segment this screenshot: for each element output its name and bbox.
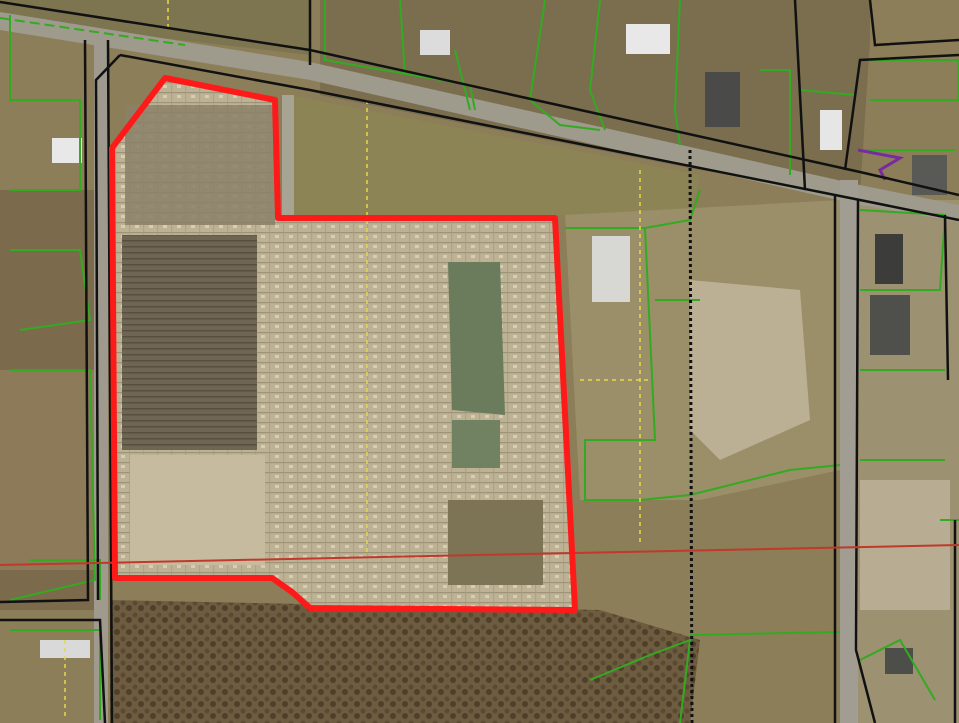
site-dark-rows	[122, 235, 257, 450]
parcel-line	[639, 464, 841, 501]
parcel-line	[588, 0, 606, 131]
pond-lower	[452, 420, 500, 468]
parcel-line	[324, 0, 476, 111]
parcel-line	[30, 559, 101, 600]
site-north-rubble	[125, 105, 275, 225]
east-road	[840, 180, 858, 723]
parcel-line	[689, 631, 841, 636]
parcel-line	[859, 209, 947, 291]
west-field-2	[0, 370, 100, 570]
parcel-line	[399, 0, 406, 76]
far-east-lots	[855, 200, 959, 723]
grass-field	[285, 95, 700, 215]
site-access-road	[282, 95, 294, 220]
site-boundary[interactable]	[109, 75, 578, 613]
south-woods	[110, 600, 700, 723]
site-southwest	[130, 455, 265, 565]
parking-lot-east	[870, 295, 910, 355]
row-line-east-3	[943, 214, 950, 381]
parcel-line	[454, 49, 471, 111]
row-line-north-lot-2	[793, 0, 807, 191]
parcel-line	[10, 249, 92, 331]
building-north-1	[626, 24, 670, 54]
building-west-1	[52, 138, 82, 163]
parcel-line	[9, 369, 97, 601]
building-east-1	[592, 236, 630, 302]
parcel-line	[565, 227, 657, 501]
centerlines	[64, 0, 650, 720]
site-southeast-pad	[448, 500, 543, 585]
row-line-west-2	[0, 39, 90, 604]
section-line	[0, 544, 959, 566]
row-line-northeast-2	[843, 53, 959, 171]
building-north-3	[705, 72, 740, 127]
parcel-line	[870, 59, 959, 101]
row-line-west	[94, 54, 121, 601]
row-line-west-3	[106, 39, 114, 723]
parcel-boundaries	[9, 0, 959, 723]
main-road	[0, 12, 959, 222]
parcel-line	[673, 0, 681, 146]
row-line-south	[119, 53, 959, 222]
north-lots	[320, 0, 870, 195]
building-southeast	[885, 648, 913, 674]
row-line-east-2	[854, 199, 877, 723]
row-line-north	[0, 0, 959, 197]
building-north-4	[820, 110, 842, 150]
dashed-parcel-line	[0, 17, 186, 46]
parcel-line	[644, 189, 701, 229]
parcel-line	[760, 69, 791, 175]
row-line-northeast	[868, 0, 959, 47]
parcel-line	[9, 15, 81, 191]
parcel-line	[589, 638, 692, 723]
pond-upper	[448, 262, 505, 415]
parcel-line	[528, 0, 601, 131]
parcel-line	[859, 638, 936, 701]
building-north-2	[420, 30, 450, 55]
east-bare-ground	[690, 280, 810, 460]
row-line-southwest	[0, 618, 107, 723]
building-east-2	[875, 234, 903, 284]
purple-feature	[857, 148, 905, 181]
